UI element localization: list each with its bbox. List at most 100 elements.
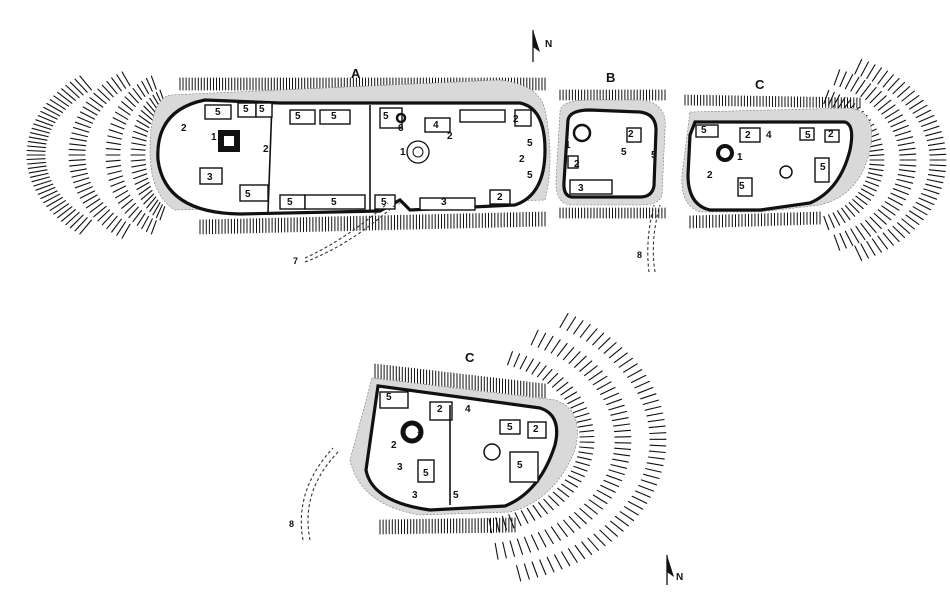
hachure-stroke (833, 234, 841, 251)
hachure-stroke (637, 386, 654, 394)
hachure-stroke (833, 69, 841, 86)
hachure-stroke (894, 183, 912, 190)
path-label-7: 7 (293, 256, 298, 266)
hachure-stroke (836, 96, 846, 110)
room-number: 2 (437, 404, 443, 415)
hachure-stroke (105, 159, 121, 162)
hachure-stroke (567, 548, 578, 563)
hachure-stroke (612, 458, 629, 463)
hachure-stroke (574, 544, 586, 560)
hachure-stroke (898, 147, 916, 151)
hachure-stroke (603, 392, 620, 401)
hachure-stroke (29, 132, 49, 138)
hachure-stroke (892, 125, 909, 132)
hachure-stroke (645, 468, 662, 473)
hachure-stroke (61, 88, 76, 101)
hachure-stroke (897, 86, 911, 98)
hachure-stroke (608, 404, 625, 411)
path-label-8-bottom: 8 (289, 519, 294, 529)
hachure-stroke (905, 95, 920, 106)
hachure-stroke (839, 71, 847, 88)
hachure-stroke (852, 198, 864, 210)
hachure-stroke (132, 87, 143, 101)
hachure-stroke (61, 209, 76, 222)
hachure-stroke (929, 164, 947, 167)
hachure-stroke (584, 503, 598, 515)
hachure-stroke (901, 218, 915, 230)
hachure-stroke (124, 202, 136, 214)
room-number: 3 (578, 183, 584, 194)
hachure-stroke (124, 96, 136, 108)
hachure-stroke (155, 204, 163, 219)
hachure-stroke (49, 200, 66, 211)
hachure-stroke (532, 504, 542, 518)
hachure-stroke (159, 206, 166, 221)
hachure-stroke (141, 215, 150, 230)
hachure-stroke (71, 132, 88, 138)
room-number: 5 (245, 189, 251, 200)
hachure-stroke (850, 228, 860, 244)
hachure-stroke (592, 494, 608, 505)
well-a (406, 140, 430, 164)
hachure-stroke (564, 391, 578, 400)
room-number: 5 (651, 150, 657, 161)
path-8-bottom (307, 449, 341, 541)
hachure-stroke (550, 526, 561, 541)
room-number: 3 (412, 490, 418, 501)
hachure-stroke (128, 206, 139, 219)
hachure-stroke (871, 67, 882, 82)
hachure-stroke (74, 121, 91, 129)
hachure-stroke (573, 320, 584, 335)
hachure-stroke (566, 316, 577, 332)
hachure-stroke (923, 125, 940, 132)
room-number: 2 (263, 144, 269, 155)
hachure-stroke (909, 99, 924, 110)
hachure-stroke (823, 215, 830, 231)
hachure-stroke (69, 81, 84, 96)
hachure-stroke (537, 532, 547, 548)
room-number: 5 (383, 111, 389, 122)
hachure-stroke (613, 423, 631, 427)
section-label-a: A (351, 66, 361, 81)
room-number: 5 (527, 170, 533, 181)
room-number: 2 (447, 131, 453, 142)
room-number: 5 (701, 125, 707, 136)
hachure-stroke (550, 339, 561, 354)
hachure-stroke (557, 487, 570, 498)
hachure-stroke (107, 135, 122, 140)
hachure-stroke (74, 78, 88, 93)
room-number: 4 (465, 404, 471, 415)
hachure-stroke (106, 80, 118, 95)
room-number: 2 (628, 129, 634, 140)
hachure-stroke (574, 355, 587, 368)
hachure-stroke (613, 453, 631, 457)
hachure-stroke (592, 375, 608, 386)
hachure-stroke (117, 194, 131, 204)
hachure-stroke (133, 173, 148, 180)
hachure-stroke (854, 58, 863, 75)
room-number: 5 (527, 138, 533, 149)
path-8-top-b (647, 204, 655, 273)
hachure-stroke (860, 61, 869, 77)
hachure-stroke (82, 194, 98, 204)
hachure-stroke (516, 565, 522, 582)
hachure-stroke (927, 142, 945, 146)
hachure-stroke (844, 73, 854, 90)
hachure-stroke (574, 412, 590, 418)
hachure-stroke (134, 125, 149, 133)
hachure-stroke (882, 232, 894, 246)
hachure-stroke (884, 201, 900, 211)
hachure-stroke (600, 484, 616, 493)
hachure-stroke (130, 148, 146, 151)
hachure-stroke (35, 183, 54, 191)
room-number: 1 (565, 140, 571, 151)
hachure-stroke (82, 106, 98, 116)
hachure-stroke (525, 358, 534, 372)
hachure-stroke (610, 520, 624, 532)
hachure-stroke (887, 197, 903, 206)
hachure-stroke (832, 212, 841, 226)
hachure-stroke (640, 393, 657, 400)
hachure-stroke (576, 418, 592, 423)
hachure-stroke (93, 205, 107, 218)
hachure-stroke (26, 158, 46, 161)
